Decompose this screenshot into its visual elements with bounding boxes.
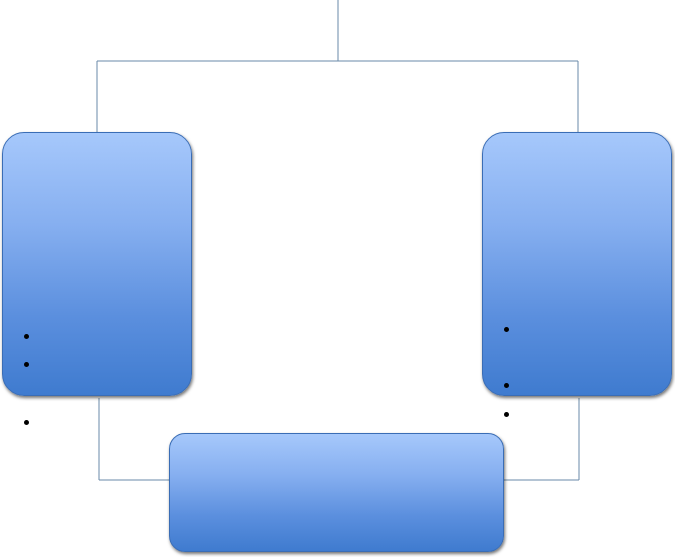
bullet-dot-icon <box>504 411 509 417</box>
left-bullet-3 <box>24 415 37 429</box>
bullet-dot-icon <box>24 333 29 339</box>
right-bullet-3 <box>504 407 517 421</box>
bullet-dot-icon <box>504 326 509 332</box>
bottom-node-box <box>169 433 504 552</box>
right-bullet-2 <box>504 378 517 392</box>
right-node-box <box>482 132 672 417</box>
left-bullet-2 <box>24 357 37 371</box>
left-node-box <box>2 132 192 425</box>
bullet-dot-icon <box>24 419 29 425</box>
left-node-bullets <box>3 133 191 425</box>
bullet-dot-icon <box>504 382 509 388</box>
right-node-bullets <box>483 133 671 417</box>
left-bullet-1 <box>24 329 37 343</box>
bullet-dot-icon <box>24 361 29 367</box>
right-bullet-1 <box>504 322 517 336</box>
